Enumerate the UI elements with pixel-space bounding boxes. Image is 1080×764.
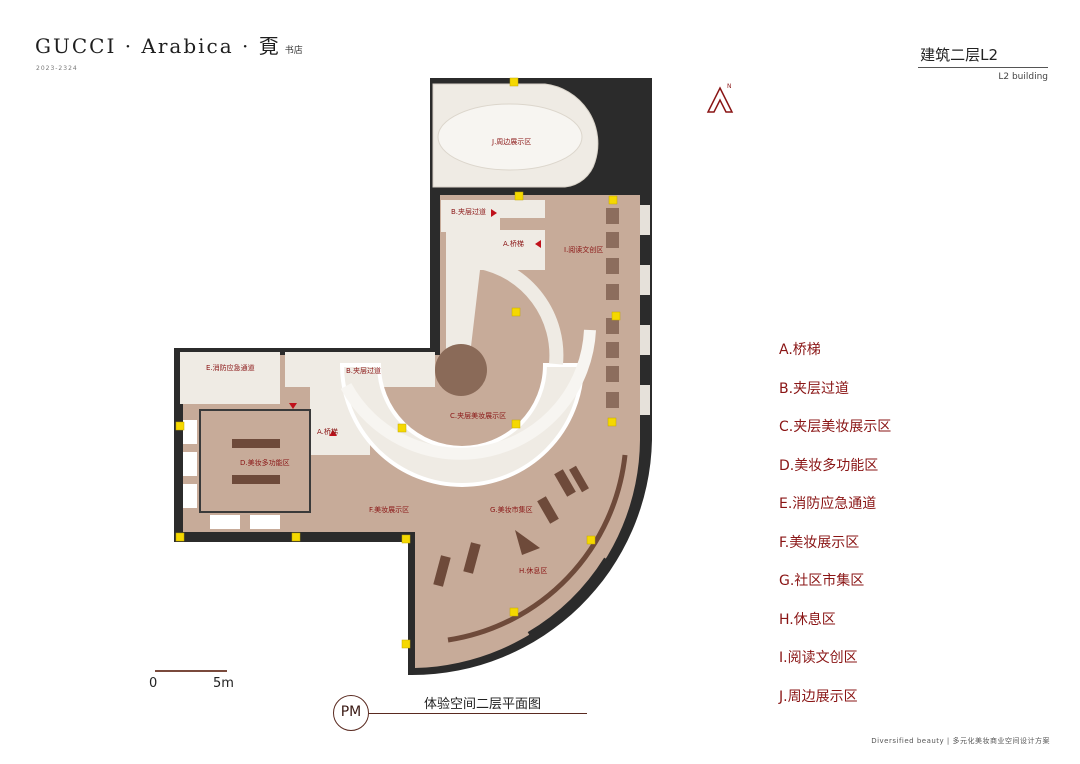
curved-bench [447,454,628,643]
label-zone-g: G.美妆市集区 [490,505,533,514]
legend-item: F.美妆展示区 [779,534,860,551]
zone-d-windows [183,420,280,529]
zone-j-stage [437,103,583,171]
zone-b-top [441,200,545,232]
scale-zero-label: 0 [149,676,158,691]
legend-item: J.周边展示区 [779,688,858,705]
legend-item: A.桥梯 [779,342,821,358]
legend-item: I.阅读文创区 [779,650,858,666]
label-zone-j: J.周边展示区 [491,137,531,146]
zone-a-top [446,230,545,355]
label-zone-h: H.休息区 [519,566,547,575]
southeast-wall-arc [527,557,612,640]
bridge-arc [478,255,564,365]
legend-item: D.美妆多功能区 [779,457,879,474]
label-zone-c: C.夹层美妆展示区 [450,411,506,420]
year-label: 2023-2324 [36,65,78,72]
legend-item: B.夹层过道 [779,380,850,397]
label-zone-b-left: B.夹层过道 [346,366,381,375]
scale-bar [155,670,227,672]
north-arrow-icon [706,86,734,113]
label-zone-b-top: B.夹层过道 [451,207,486,216]
direction-arrows [289,209,541,436]
floor-title: 建筑二层L2 [920,46,998,64]
legend-item: H.休息区 [779,611,836,628]
label-zone-f: F.美妆展示区 [369,505,409,514]
zone-legend: A.桥梯 B.夹层过道 C.夹层美妆展示区 D.美妆多功能区 E.消防应急通道 … [779,338,891,723]
zone-e-room [180,352,280,404]
zone-d-tables [232,439,280,484]
plan-title-rule [369,713,587,714]
zone-d-room [199,409,311,513]
scale-five-label: 5m [213,676,234,691]
floor-subtitle: L2 building [998,72,1048,82]
legend-item: E.消防应急通道 [779,496,877,512]
market-stalls [433,465,589,587]
bookstore-label: 书店 [284,46,303,56]
floor-title-rule [918,67,1048,68]
label-zone-a-left: A.桥梯 [317,427,338,436]
central-column [435,344,487,396]
compass-label: N [727,83,732,90]
zone-c-outer-curve [340,329,596,460]
plan-title: 体验空间二层平面图 [424,697,542,712]
label-zone-a-top: A.桥梯 [503,239,524,248]
label-zone-e: E.消防应急通道 [206,363,255,372]
yellow-markers [175,77,621,649]
label-zone-d: D.美妆多功能区 [240,458,290,467]
brand-title: GUCCI · Arabica · 覔书店 [35,34,303,58]
pm-badge: PM [333,695,369,731]
label-zone-i: I.阅读文创区 [564,245,603,254]
east-shelves [606,208,619,408]
legend-item: G.社区市集区 [779,573,865,589]
east-windows [640,205,650,415]
legend-item: C.夹层美妆展示区 [779,419,892,435]
footer-text: Diversified beauty | 多元化美妆商业空间设计方案 [871,737,1050,745]
